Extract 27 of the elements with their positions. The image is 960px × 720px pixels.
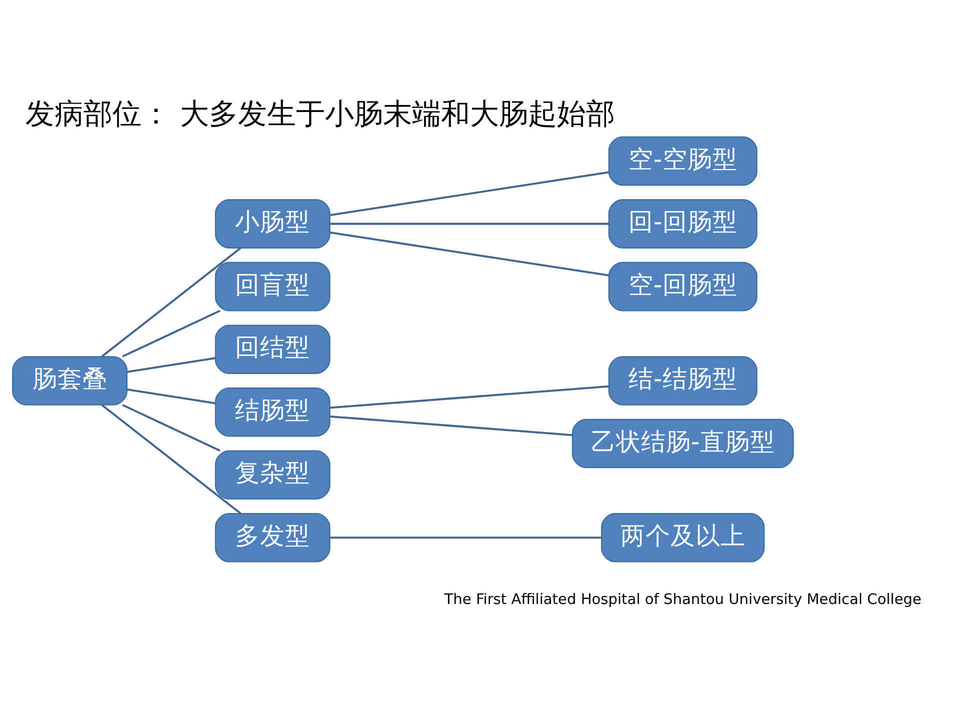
connector	[330, 222, 609, 225]
node-box: 多发型	[214, 513, 330, 562]
connector	[330, 385, 609, 409]
connector	[330, 231, 609, 276]
node-box: 回盲型	[214, 262, 330, 312]
connector	[127, 388, 216, 404]
label: The First Affiliated Hospital of Shantou University Medical College	[444, 591, 922, 608]
node-box: 两个及以上	[601, 513, 765, 562]
node-box: 回结型	[214, 324, 330, 374]
node-box: 结肠型	[214, 387, 330, 437]
connector	[330, 171, 609, 216]
connector	[101, 247, 242, 358]
connector	[330, 415, 572, 436]
node-box: 小肠型	[214, 199, 330, 248]
connector	[122, 404, 220, 452]
node-box: 乙状结肠-直肠型	[572, 418, 794, 468]
connector	[122, 310, 220, 358]
connector	[330, 536, 602, 539]
node-box: 空-回肠型	[608, 262, 758, 312]
connector	[127, 357, 216, 373]
connector	[101, 404, 242, 514]
node-box: 复杂型	[214, 450, 330, 500]
node-box: 回-回肠型	[608, 199, 758, 248]
diagram-title: 发病部位： 大多发生于小肠末端和大肠起始部	[26, 96, 615, 130]
node-box: 空-空肠型	[608, 136, 758, 186]
node-box: 结-结肠型	[608, 356, 758, 406]
node-box: 肠套叠	[12, 356, 128, 406]
